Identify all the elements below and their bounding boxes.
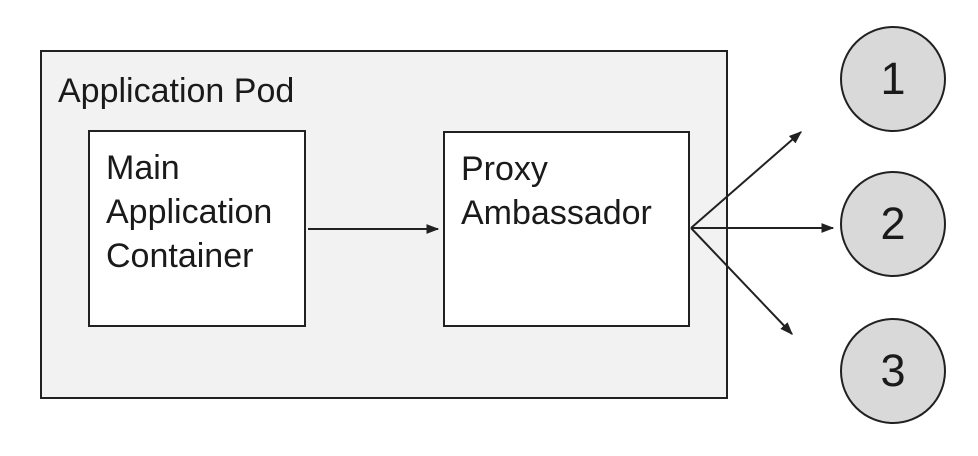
proxy-ambassador-label: Proxy Ambassador xyxy=(461,150,652,232)
endpoint-3-label: 3 xyxy=(880,345,906,396)
endpoint-2-label: 2 xyxy=(880,198,906,249)
endpoint-1-label: 1 xyxy=(880,53,906,104)
application-pod-label: Application Pod xyxy=(58,72,295,110)
proxy-ambassador-node: Proxy Ambassador xyxy=(443,131,690,327)
application-pod-box: Application Pod Main Application Contain… xyxy=(40,50,728,399)
main-application-container-node: Main Application Container xyxy=(88,130,306,327)
endpoint-circle-1: 1 xyxy=(840,26,946,132)
main-application-container-label: Main Application Container xyxy=(106,149,273,275)
endpoint-circle-3: 3 xyxy=(840,318,946,424)
endpoint-circle-2: 2 xyxy=(840,171,946,277)
